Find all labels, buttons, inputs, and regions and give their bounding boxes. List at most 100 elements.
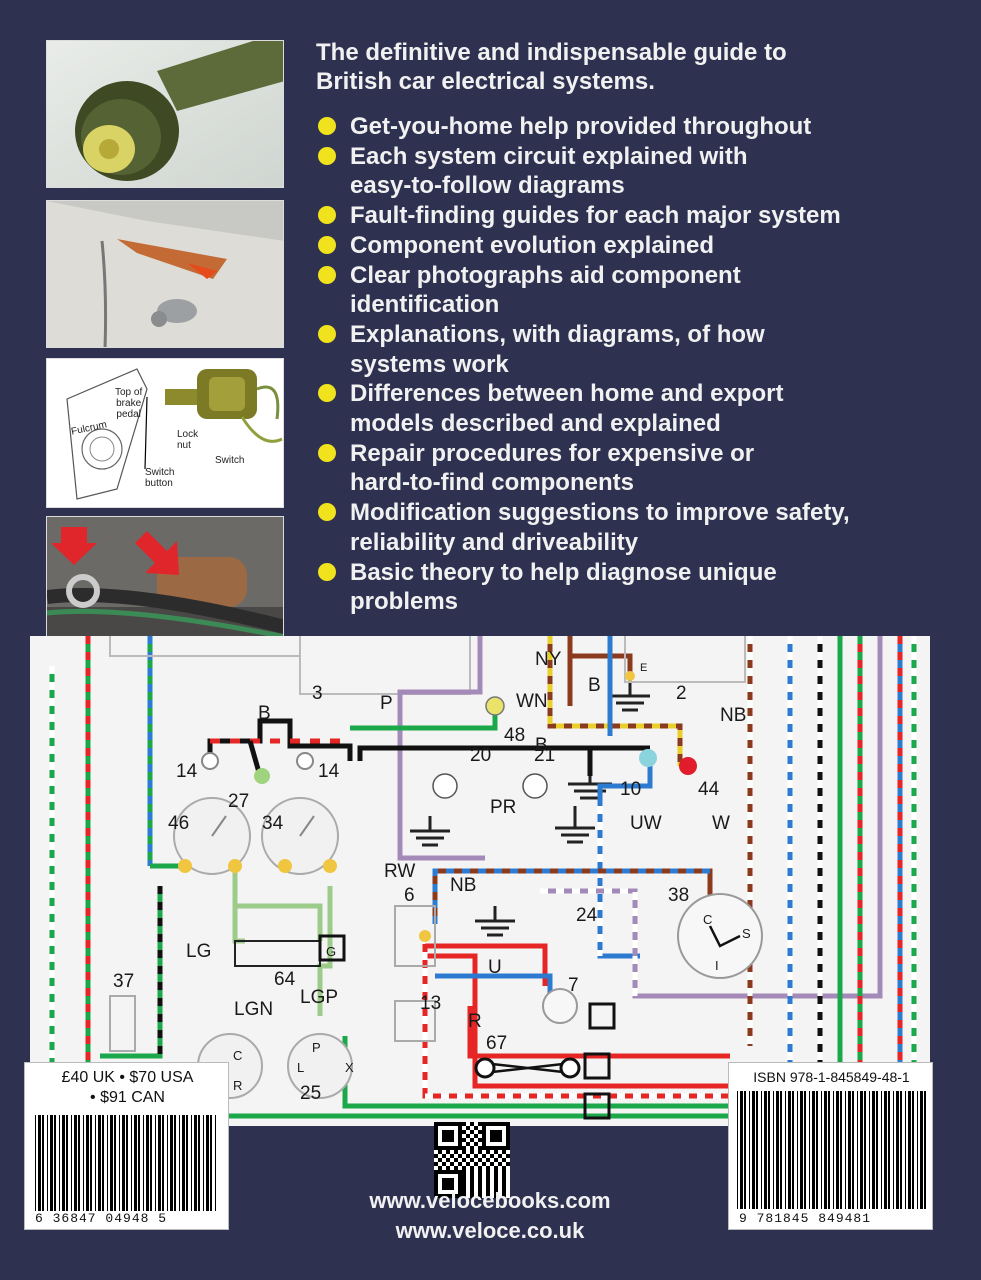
intro-heading: The definitive and indispensable guide t… xyxy=(316,38,916,96)
wire-label: 13 xyxy=(420,993,442,1014)
bullet-dot-icon xyxy=(318,265,336,284)
wire-label: 46 xyxy=(168,813,190,834)
wire-brown xyxy=(567,636,633,706)
earth-symbol-icon xyxy=(555,806,595,844)
feature-item-line: Repair procedures for expensive or xyxy=(350,439,755,467)
wire-label: 2 xyxy=(676,683,687,704)
switch-67-icon xyxy=(474,1057,581,1079)
wire-label: 10 xyxy=(620,779,642,800)
feature-item-line: Clear photographs aid component xyxy=(350,261,741,289)
label-line: brake xyxy=(116,398,142,409)
connector-dots xyxy=(178,671,697,942)
wire-label: R xyxy=(468,1011,482,1032)
earth-symbol-icon xyxy=(410,816,450,847)
wire-label: RW xyxy=(384,861,416,882)
label-top-of-brake-pedal: Top of brake pedal xyxy=(115,387,142,420)
bullet-dot-icon xyxy=(318,562,336,581)
lamp-21-icon xyxy=(522,773,548,799)
bullet-dot-icon xyxy=(318,503,336,522)
wire-label: U xyxy=(488,957,502,978)
wire-green xyxy=(350,706,498,731)
bullet-dot-icon xyxy=(318,324,336,343)
wire-label: 67 xyxy=(486,1033,508,1054)
feature-item-line: reliability and driveability xyxy=(350,528,639,556)
earth-symbol-icon xyxy=(568,776,612,800)
wire-label: 14 xyxy=(176,761,198,782)
wire-label: NY xyxy=(535,649,562,670)
wire-label: LGP xyxy=(300,987,339,1008)
price-box: £40 UK • $70 USA • $91 CAN 6 36847 04948… xyxy=(24,1062,229,1230)
wire-label: 3 xyxy=(312,683,323,704)
feature-item: Get-you-home help provided throughout xyxy=(316,112,946,142)
wire-label: 38 xyxy=(668,885,690,906)
wire-label: S xyxy=(742,926,751,941)
price-barcode xyxy=(35,1115,216,1211)
feature-item-line: identification xyxy=(350,291,500,319)
bullet-dot-icon xyxy=(318,146,336,165)
feature-item: Modification suggestions to improve safe… xyxy=(316,498,946,557)
gauge-46-icon xyxy=(173,797,251,875)
feature-item-line: systems work xyxy=(350,350,509,378)
price-line-2: • $91 CAN xyxy=(90,1089,165,1106)
wire-label: C xyxy=(233,1048,243,1063)
ignition-switch-38-icon xyxy=(677,893,763,979)
wire-label: I xyxy=(715,958,719,973)
wire-label: 25 xyxy=(300,1083,322,1104)
feature-item-line: models described and explained xyxy=(350,410,721,438)
wire-label: G xyxy=(326,944,337,959)
indicator-photo xyxy=(46,200,284,348)
wire-blue-white xyxy=(597,636,653,959)
wire-label: 20 xyxy=(470,745,492,766)
website-link-1[interactable]: www.velocebooks.com xyxy=(369,1188,611,1213)
wire-blue xyxy=(435,973,553,996)
wiring-diagram: 3 B P WN 48 B NY B 2 NB 14 14 27 34 46 2… xyxy=(30,636,930,1126)
feature-item-line: Get-you-home help provided throughout xyxy=(350,113,812,140)
price-barcode-digits: 6 36847 04948 5 xyxy=(35,1211,168,1226)
wire-label: B xyxy=(258,703,271,724)
wire-label: LGN xyxy=(234,999,274,1020)
feature-item-line: problems xyxy=(350,588,459,616)
label-lock-nut: Lock nut xyxy=(177,429,198,451)
wire-label: 27 xyxy=(228,791,250,812)
wire-label: X xyxy=(345,1060,354,1075)
wire-label: R xyxy=(233,1078,243,1093)
wire-brown-yellow xyxy=(547,636,683,766)
wire-label: WN xyxy=(516,691,548,712)
wire-green-black xyxy=(100,863,180,1059)
bullet-dot-icon xyxy=(318,384,336,403)
wire-label: UW xyxy=(630,813,662,834)
wire-label: W xyxy=(712,813,730,834)
wire-label: LG xyxy=(186,941,212,962)
bullet-dot-icon xyxy=(318,443,336,462)
website-link-2[interactable]: www.veloce.co.uk xyxy=(395,1218,585,1243)
wire-label: C xyxy=(703,912,713,927)
wire-label: B xyxy=(588,675,601,696)
isbn-text: ISBN 978-1-845849-48-1 xyxy=(753,1069,910,1085)
wire-purple xyxy=(397,636,485,861)
intro-line-1: The definitive and indispensable guide t… xyxy=(316,39,787,66)
feature-item: Component evolution explained xyxy=(316,231,946,261)
intro-line-2: British car electrical systems. xyxy=(316,68,655,95)
wire-label: L xyxy=(297,1060,305,1075)
label-line: nut xyxy=(177,440,191,451)
wire-label: 44 xyxy=(698,779,720,800)
label-line: Top of xyxy=(115,387,143,398)
wire-black-red xyxy=(207,718,353,761)
wire-label: 7 xyxy=(568,975,579,996)
wire-label: 6 xyxy=(404,885,415,906)
wire-label: NB xyxy=(720,705,747,726)
earth-symbol-icon xyxy=(610,676,650,712)
bullet-dot-icon xyxy=(318,235,336,254)
label-line: Lock xyxy=(177,429,199,440)
feature-item-line: Basic theory to help diagnose unique xyxy=(350,558,777,586)
isbn-barcode-digits: 9 781845 849481 xyxy=(739,1211,872,1226)
wire-label: PR xyxy=(490,797,517,818)
wire-label: P xyxy=(380,693,393,714)
label-switch-button: Switch button xyxy=(145,467,174,489)
